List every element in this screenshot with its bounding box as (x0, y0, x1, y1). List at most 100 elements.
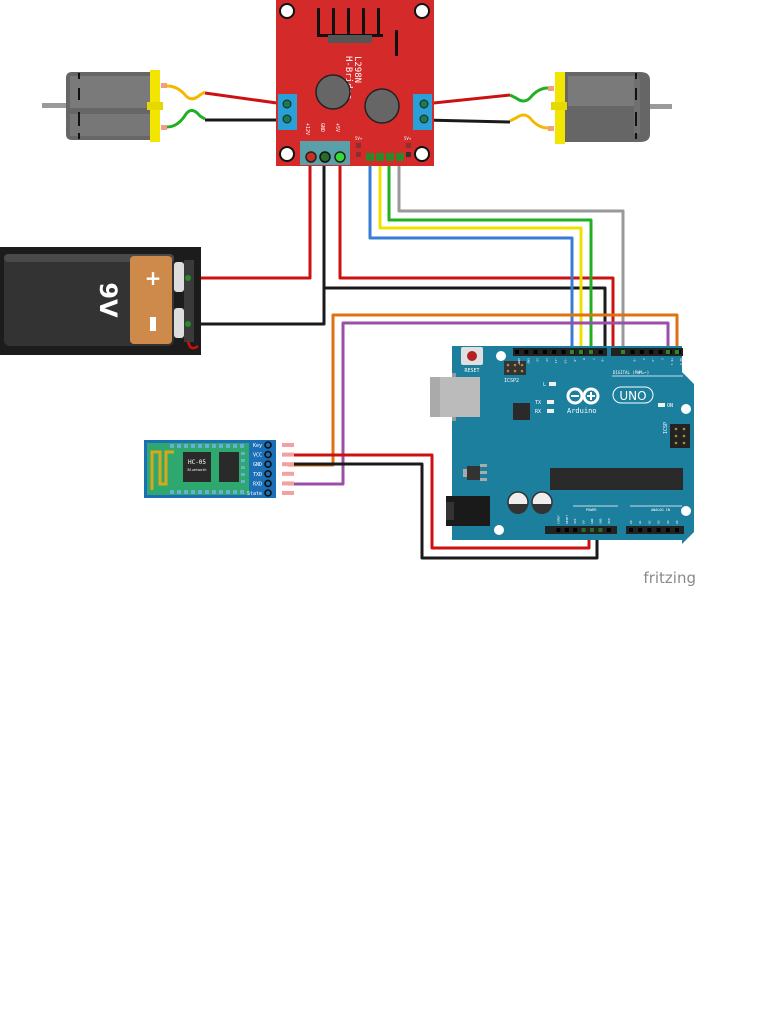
bluetooth-pin-label: State (247, 491, 262, 497)
arduino-analog-pin-a5[interactable]: A5 (675, 520, 679, 532)
arduino-pin-label: RESET (565, 515, 569, 524)
arduino-power-pin-5v[interactable]: 5V (581, 520, 586, 532)
arduino-pin-label: A4 (666, 520, 670, 524)
right-motor (509, 72, 672, 144)
icsp2-label: ICSP2 (504, 378, 519, 384)
wire-in1-blue[interactable] (368, 158, 574, 352)
arduino-analog-pin-a3[interactable]: A3 (656, 520, 661, 532)
arduino-pin-label: 7 (591, 358, 595, 360)
wire-in2-yellow[interactable] (378, 158, 583, 352)
arduino-pin-6[interactable]: ~6 (598, 350, 605, 362)
arduino-pin-label: A0 (629, 520, 633, 524)
hbridge-title-2: H-Bridge (343, 56, 353, 99)
arduino-pin-label: A2 (647, 520, 651, 524)
arduino-pin-12[interactable]: 12 (542, 350, 549, 362)
right-motor-lead-yellow (509, 113, 549, 130)
arduino-pin-label: 2 (661, 358, 665, 360)
arduino-pin-5[interactable]: ~5 (630, 350, 637, 362)
arduino-pin-label: ~11 (554, 358, 558, 364)
arduino-pin-label: 5V (582, 520, 586, 524)
arduino-analog-pin-a0[interactable]: A0 (629, 520, 633, 532)
arduino-logo-icon (566, 387, 600, 405)
left-motor-lead-green (166, 109, 206, 129)
hbridge-board (276, 0, 434, 166)
arduino-pin-label: ~6 (601, 358, 605, 362)
bluetooth-pin-label: RXD (253, 481, 262, 487)
arduino-pin-2[interactable]: 2 (658, 350, 665, 360)
mount-hole (496, 351, 506, 361)
arduino-pin-label: ~5 (633, 358, 637, 362)
arduino-power-pin-vin[interactable]: VIN (606, 518, 611, 532)
analog-header (626, 526, 684, 534)
arduino-pin-label: GND (590, 518, 594, 524)
bluetooth-pin-vcc[interactable]: VCC (253, 450, 294, 459)
arduino-pin-aref[interactable]: AREF (515, 350, 521, 365)
hbridge-terminal-left (278, 94, 297, 130)
bluetooth-pin-label: GND (253, 462, 262, 468)
arduino-pin-label: 13 (536, 358, 540, 362)
wire-in3-green[interactable] (387, 158, 593, 352)
wire-bt-gnd-black[interactable] (288, 462, 599, 560)
wire-battery-plus-to-12v[interactable] (186, 158, 312, 280)
wire-bt-vcc-red[interactable] (288, 453, 591, 550)
icsp2-header (504, 361, 526, 375)
reset-label: RESET (464, 368, 479, 374)
arduino-pin-rx0[interactable]: RX 0 (677, 350, 683, 365)
arduino-pin-gnd[interactable]: GND (524, 350, 530, 364)
wire-right-motor-a[interactable] (423, 93, 511, 106)
arduino-pin-13[interactable]: 13 (533, 350, 540, 362)
arduino-analog-pin-a4[interactable]: A4 (665, 520, 670, 532)
battery-plus-sign: + (145, 266, 162, 290)
bluetooth-pin-label: VCC (253, 453, 262, 459)
hbridge-hole (279, 3, 295, 19)
arduino-pin-label: GND (526, 358, 530, 364)
pin-label-gnd: GND (319, 123, 325, 132)
wire-right-motor-b[interactable] (423, 118, 511, 124)
led-l-label: L (543, 382, 546, 388)
arduino-pin-label: A3 (657, 520, 661, 524)
jumper-label-left: 5V+ (355, 136, 363, 141)
capacitor (364, 88, 400, 124)
arduino-power-pin-3v3[interactable]: 3V3 (573, 518, 578, 532)
bluetooth-pin-rxd[interactable]: RXD (253, 479, 294, 487)
arduino-pin-10[interactable]: ~10 (561, 350, 568, 364)
wire-left-motor-a[interactable] (204, 91, 285, 106)
arduino-pin-3[interactable]: ~3 (649, 350, 655, 362)
wire-bt-rxd-purple[interactable] (288, 321, 670, 486)
arduino-power-pin-gnd[interactable]: GND (598, 518, 603, 532)
bluetooth-pin-key[interactable]: Key (253, 441, 294, 449)
digital-header-high (513, 348, 607, 356)
arduino-model: UNO (619, 389, 646, 403)
arduino-uno: RESET ICSP2 L TX RX ON (430, 346, 694, 544)
arduino-pin-label: IOREF (556, 515, 560, 524)
arduino-pin-4[interactable]: 4 (639, 350, 646, 360)
led-on-label: ON (667, 403, 673, 409)
arduino-power-pin-reset[interactable]: RESET (564, 515, 569, 532)
analog-label: ANALOG IN (651, 508, 670, 512)
atmega-chip (550, 468, 683, 490)
bluetooth-pin-state[interactable]: State (247, 489, 294, 497)
wire-in4-gray[interactable] (397, 158, 625, 352)
bluetooth-pin-gnd[interactable]: GND (253, 460, 294, 468)
right-motor-lead-green (509, 86, 549, 103)
voltage-regulator (467, 466, 480, 480)
bluetooth-chip (183, 452, 211, 482)
arduino-power-pin-ioref[interactable]: IOREF (556, 515, 561, 532)
arduino-power-pin-gnd[interactable]: GND (590, 518, 594, 532)
arduino-pin-label: 3V3 (573, 518, 577, 524)
left-motor-shaft (42, 103, 66, 108)
arduino-analog-pin-a2[interactable]: A2 (647, 520, 652, 532)
bluetooth-pin-txd[interactable]: TXD (253, 469, 294, 478)
bluetooth-pin-label: Key (253, 443, 262, 449)
arduino-pin-11[interactable]: ~11 (552, 350, 558, 364)
capacitor (315, 74, 351, 110)
heatsink (317, 8, 398, 56)
arduino-pin-label: AREF (517, 358, 521, 365)
wire-battery-minus-to-gnd[interactable] (186, 158, 326, 326)
arduino-analog-pin-a1[interactable]: A1 (638, 520, 643, 532)
battery-minus-sign (150, 317, 156, 331)
